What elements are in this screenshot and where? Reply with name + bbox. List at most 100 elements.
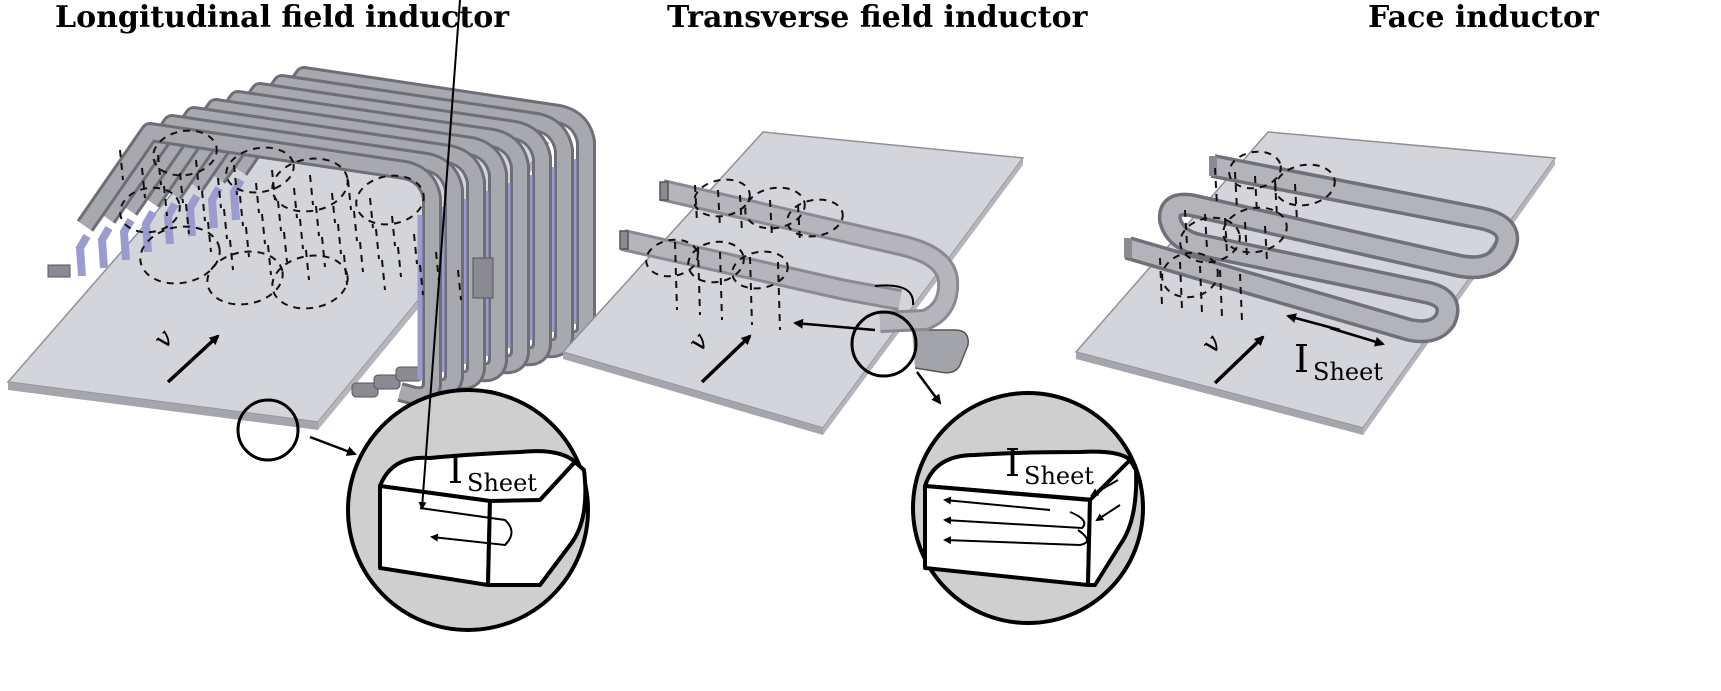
field-line-loop (693, 178, 751, 218)
field-line-crossing (777, 261, 781, 331)
field-line-crossing (1239, 273, 1243, 322)
field-line-crossing (769, 199, 773, 238)
field-line-crossing (245, 226, 250, 258)
field-line-crossing (157, 154, 162, 186)
field-line-loop (271, 157, 349, 213)
field-line-crossing (1254, 175, 1258, 214)
field-line-crossing (1234, 171, 1238, 210)
field-line-crossing (353, 210, 358, 242)
transverse-lower-coil (912, 329, 969, 374)
field-line-crossing (277, 200, 282, 232)
field-line-loop (206, 250, 284, 306)
coil-turn-face (79, 125, 439, 404)
field-line-loop (1222, 206, 1288, 254)
field-line-crossing (359, 241, 364, 273)
sheet-cross-section-longitudinal (378, 449, 588, 587)
velocity-arrow-face (1213, 335, 1265, 385)
coil-turn-face (101, 117, 461, 396)
field-line-crossing (255, 182, 260, 214)
field-line-crossing (223, 208, 228, 240)
field-line-crossing (201, 190, 206, 222)
field-line-crossing (375, 228, 380, 260)
field-line-crossing (1274, 179, 1278, 218)
coil-turn-inner (163, 201, 179, 245)
field-line-crossing (457, 269, 462, 301)
coil-turn-face (145, 101, 505, 380)
field-line-loop (152, 129, 218, 177)
face-serpentine-coil (1124, 154, 1520, 344)
field-line-crossing (239, 195, 244, 227)
coil-turn-face (167, 93, 527, 372)
velocity-arrow-longitudinal (166, 334, 220, 384)
magnifier-ring-longitudinal (236, 398, 300, 462)
coil-terminal-stubs (47, 257, 494, 299)
field-line-crossing (697, 246, 701, 316)
current-label-transverse: I (1005, 441, 1020, 485)
field-line-crossing (391, 215, 396, 247)
field-line-crossing (749, 256, 753, 326)
coil-turn-inner (141, 209, 157, 253)
field-line-crossing (1204, 213, 1208, 250)
title-face-inductor: Face inductor (1368, 0, 1599, 35)
field-line-loop (1228, 150, 1282, 190)
field-line-loop (786, 198, 844, 238)
current-sub-face: Sheet (1313, 358, 1383, 386)
field-line-crossing (331, 192, 336, 224)
field-line-loop (271, 254, 349, 310)
eddy-current-loop-longitudinal (419, 507, 513, 547)
magnifier-ring-transverse (850, 310, 918, 378)
coil-turn-inner (207, 185, 223, 229)
field-line-crossing (293, 187, 298, 219)
coil-turn-face (123, 109, 483, 388)
field-line-crossing (797, 204, 801, 243)
current-label-longitudinal: I (448, 448, 463, 492)
field-line-crossing (283, 231, 288, 263)
field-lines-transverse (645, 178, 844, 331)
field-line-crossing (717, 189, 721, 228)
current-sub-longitudinal: Sheet (467, 469, 537, 497)
field-line-crossing (309, 174, 314, 206)
field-line-crossing (141, 167, 146, 199)
magnifier-pointer-longitudinal (309, 435, 357, 456)
coil-turn-inner (185, 193, 201, 237)
coil-turn-face (189, 85, 549, 364)
field-line-crossing (179, 172, 184, 204)
current-label-face: I (1294, 337, 1309, 381)
field-line-crossing (271, 169, 276, 201)
panel-face: v I Sheet (1074, 131, 1557, 435)
field-line-crossing (419, 264, 424, 296)
field-line-crossing (1184, 209, 1188, 246)
coil-turn (75, 122, 442, 407)
field-line-loop (355, 174, 425, 226)
field-line-crossing (739, 194, 743, 233)
field-line-crossing (1244, 221, 1248, 258)
field-line-loop (731, 250, 789, 290)
field-line-crossing (305, 249, 310, 281)
eddy-current-arrows-transverse (943, 479, 1121, 547)
field-line-crossing (119, 149, 124, 181)
field-line-crossing (1224, 217, 1228, 254)
field-line-loop (119, 186, 181, 234)
velocity-arrow-transverse (700, 334, 752, 384)
field-line-loop (1161, 251, 1219, 299)
sheet-current-arrow-face (1286, 313, 1385, 347)
field-line-crossing (299, 218, 304, 250)
magnifier-pointer-transverse (915, 371, 942, 405)
field-line-crossing (413, 233, 418, 265)
coil-turn-inner (119, 217, 135, 261)
field-line-crossing (381, 259, 386, 291)
field-line-crossing (229, 239, 234, 271)
loupe-longitudinal: I Sheet (346, 0, 590, 632)
field-line-crossing (195, 159, 200, 191)
field-line-crossing (1264, 225, 1268, 262)
field-line-loop (139, 225, 221, 285)
field-line-crossing (163, 185, 168, 217)
sheet-current-arrow-transverse (793, 318, 876, 332)
panel-transverse: v I Sheet (561, 131, 1145, 625)
field-line-crossing (369, 197, 374, 229)
field-line-crossing (1294, 183, 1298, 222)
field-line-crossing (321, 236, 326, 268)
field-line-crossing (315, 205, 320, 237)
loupe-transverse: I Sheet (911, 391, 1145, 625)
coil-turn-inner (97, 225, 113, 269)
